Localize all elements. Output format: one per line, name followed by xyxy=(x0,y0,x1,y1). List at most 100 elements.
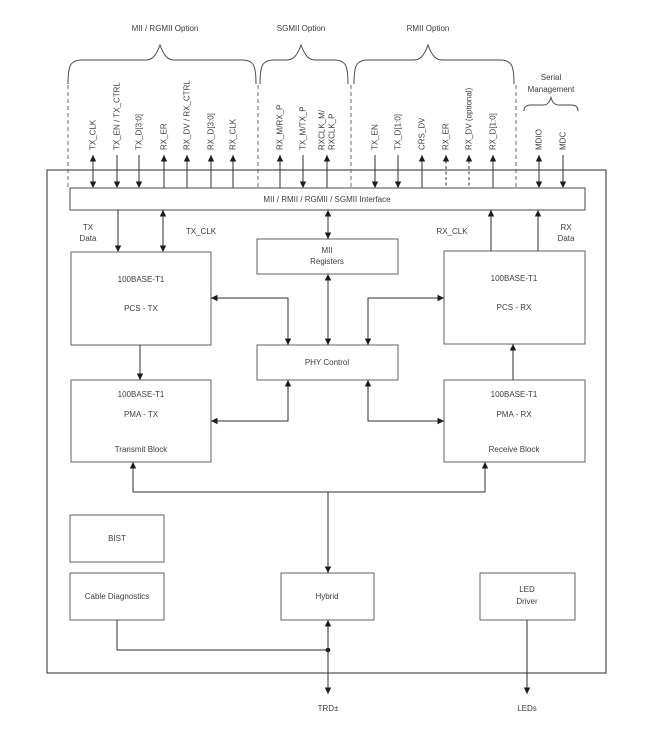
pin-label: TX_M/TX_P xyxy=(299,106,308,150)
block-pma-tx: 100BASE-T1 PMA - TX Transmit Block xyxy=(70,379,212,463)
pin-rx-dv-optional: RX_DV (optional) xyxy=(465,87,474,188)
wire-hybrid-to-pma-blocks xyxy=(129,462,489,573)
wire-phy-control-to-pcs-tx xyxy=(211,294,292,345)
wire-phy-control-to-pma-tx xyxy=(211,380,292,425)
tx-data-label-line2: Data xyxy=(80,234,97,243)
block-label-line2: PMA - RX xyxy=(496,410,532,419)
pin-tx-clk: TX_CLK xyxy=(89,119,98,188)
block-label-line2: PMA - TX xyxy=(124,410,159,419)
block-hybrid: Hybrid xyxy=(280,572,375,621)
block-label-line3: Receive Block xyxy=(489,445,541,454)
pin-label: RX_D[1:0] xyxy=(489,113,498,150)
wire-phy-control-to-pma-rx xyxy=(364,380,444,425)
pin-rx-d30: RX_D[3:0] xyxy=(207,113,216,188)
block-bist: BIST xyxy=(69,514,165,563)
tx-clk-label: TX_CLK xyxy=(186,227,217,236)
pin-rx-clk: RX_CLK xyxy=(229,118,238,188)
pin-mdc: MDC xyxy=(559,132,568,188)
pin-label: RX_CLK xyxy=(229,118,238,150)
interface-bar-label: MII / RMII / RGMII / SGMII Interface xyxy=(263,195,391,204)
pin-rx-dv-rx-ctrl: RX_DV / RX_CTRL xyxy=(183,80,192,188)
tx-data-label-line1: TX xyxy=(83,223,94,232)
pin-rx-er-mii: RX_ER xyxy=(160,123,169,188)
wire-rx-data: RX Data xyxy=(534,210,575,251)
wire-tx-data: TX Data xyxy=(80,210,122,252)
interface-bar: MII / RMII / RGMII / SGMII Interface xyxy=(69,187,586,211)
pin-label: RX_DV / RX_CTRL xyxy=(183,80,192,150)
pin-tx-en-rmii: TX_EN xyxy=(371,124,380,188)
block-label: BIST xyxy=(108,534,126,543)
pin-tx-d30: TX_D[3:0] xyxy=(135,114,144,188)
leds-port-label: LEDs xyxy=(517,704,537,713)
pin-label: TX_D[1:0] xyxy=(394,114,403,150)
block-label-line1: 100BASE-T1 xyxy=(491,274,538,283)
rx-data-label-line1: RX xyxy=(560,223,572,232)
group-label: RMII Option xyxy=(407,24,450,33)
brace xyxy=(523,95,579,112)
pin-label: TX_D[3:0] xyxy=(135,114,144,150)
pin-label: TX_EN xyxy=(371,124,380,150)
pin-label: RX_DV (optional) xyxy=(465,87,474,150)
block-label: PHY Control xyxy=(305,358,350,367)
wire-cable-diagnostics-to-hybrid xyxy=(116,620,331,653)
brace xyxy=(67,43,257,85)
group-rmii-option: RMII Option xyxy=(353,24,515,85)
brace xyxy=(353,43,515,85)
group-serial-management: Serial Management xyxy=(523,73,579,112)
pin-rxclk-m-rxclk-p: RXCLK_M/ RXCLK_P xyxy=(318,109,337,188)
block-led-driver: LED Driver xyxy=(479,572,576,621)
wire-pcs-tx-to-pma-tx xyxy=(136,345,144,380)
pin-label: MDIO xyxy=(535,129,544,150)
block-label-line2: Driver xyxy=(516,597,538,606)
block-label-line1: 100BASE-T1 xyxy=(118,275,165,284)
wire-hybrid-to-trd: TRD± xyxy=(318,620,339,713)
group-label-line2: Management xyxy=(528,85,575,94)
pin-label: TX_CLK xyxy=(89,119,98,150)
wire-pma-rx-to-pcs-rx xyxy=(509,344,517,380)
brace xyxy=(259,43,349,85)
pin-label: RX_ER xyxy=(442,123,451,150)
block-label-line1: 100BASE-T1 xyxy=(491,390,538,399)
pin-rx-m-rx-p: RX_M/RX_P xyxy=(276,105,285,188)
wire-phy-control-to-pcs-rx xyxy=(364,294,444,345)
pin-rx-er-rmii: RX_ER xyxy=(442,123,451,188)
block-label-line2: Registers xyxy=(310,257,344,266)
wire-mii-registers-to-phy-control xyxy=(324,274,332,345)
pin-label-line2: RXCLK_P xyxy=(328,114,337,150)
pin-tx-d10: TX_D[1:0] xyxy=(394,114,403,188)
group-label-line1: Serial xyxy=(541,73,562,82)
group-mii-rgmii-option: MII / RGMII Option xyxy=(67,24,257,85)
block-label-line1: MII xyxy=(321,246,332,255)
wire-rx-clk-internal: RX_CLK xyxy=(436,210,495,251)
pin-label: RX_M/RX_P xyxy=(276,105,285,150)
block-label: Hybrid xyxy=(315,592,338,601)
block-label-line2: PCS - TX xyxy=(124,304,158,313)
pin-tx-en-tx-ctrl: TX_EN / TX_CTRL xyxy=(113,82,122,188)
pin-label: MDC xyxy=(559,132,568,150)
pin-label: TX_EN / TX_CTRL xyxy=(113,82,122,150)
wire-tx-clk-internal: TX_CLK xyxy=(159,210,217,252)
pin-mdio: MDIO xyxy=(535,129,544,188)
block-pma-rx: 100BASE-T1 PMA - RX Receive Block xyxy=(443,379,586,463)
pin-label-line1: RXCLK_M/ xyxy=(318,109,327,150)
signal-pins: TX_CLK TX_EN / TX_CTRL TX_D[3:0] RX_ER R… xyxy=(89,80,568,188)
group-label: MII / RGMII Option xyxy=(132,24,199,33)
rx-data-label-line2: Data xyxy=(558,234,575,243)
block-label-line3: Transmit Block xyxy=(115,445,169,454)
pin-tx-m-tx-p: TX_M/TX_P xyxy=(299,106,308,188)
block-cable-diagnostics: Cable Diagnostics xyxy=(69,572,165,621)
wire-mii-registers-to-bar xyxy=(324,210,332,239)
pin-label: RX_D[3:0] xyxy=(207,113,216,150)
group-label: SGMII Option xyxy=(277,24,325,33)
group-sgmii-option: SGMII Option xyxy=(259,24,349,85)
rx-clk-label: RX_CLK xyxy=(436,227,468,236)
block-label-line1: LED xyxy=(519,585,535,594)
pin-label: RX_ER xyxy=(160,123,169,150)
block-pcs-tx: 100BASE-T1 PCS - TX xyxy=(70,251,212,346)
pin-crs-dv: CRS_DV xyxy=(418,117,427,188)
block-label-line2: PCS - RX xyxy=(497,303,532,312)
block-mii-registers: MII Registers xyxy=(256,238,399,275)
pin-rx-d10: RX_D[1:0] xyxy=(489,113,498,188)
block-phy-control: PHY Control xyxy=(256,344,399,381)
